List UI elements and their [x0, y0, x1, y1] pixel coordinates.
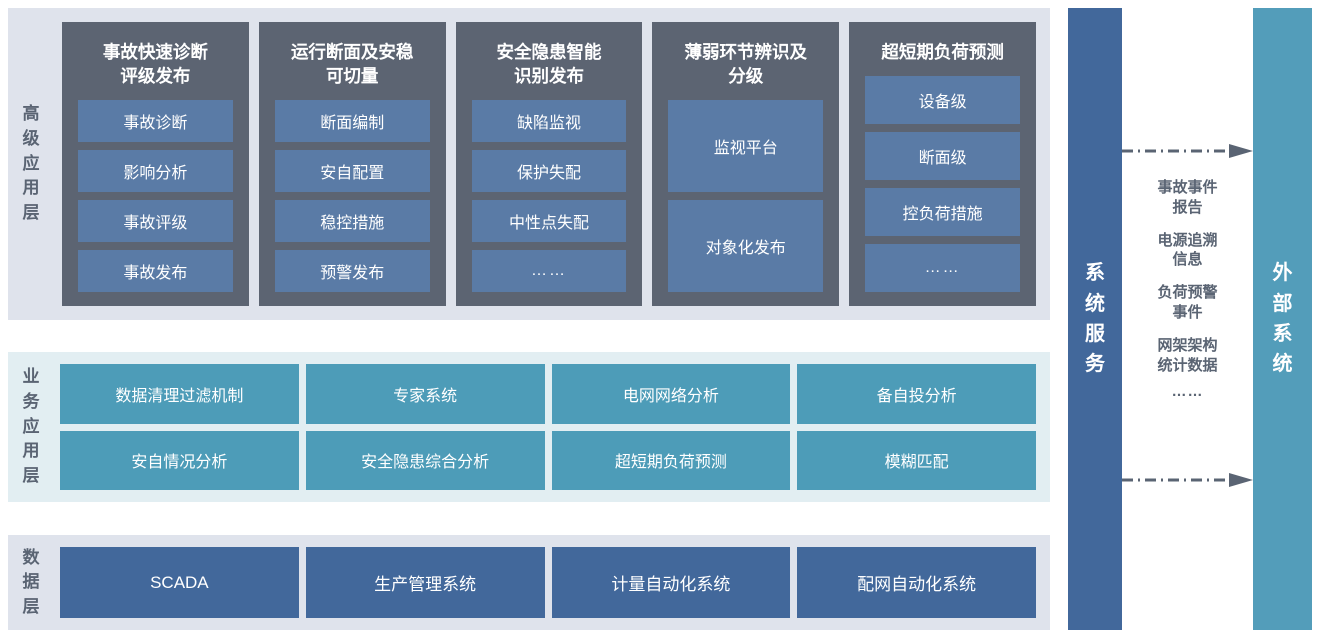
layer-label-char: 务 — [22, 392, 40, 412]
column-items: 监视平台 对象化发布 — [668, 100, 824, 292]
business-application-layer-panel: 业 务 应 用 层 数据清理过滤机制 专家系统 电网网络分析 备自投分析 安自情… — [8, 352, 1050, 502]
vbar-label-char: 部 — [1272, 292, 1293, 315]
advanced-item-ellipsis[interactable]: …… — [471, 250, 627, 293]
layer-label-char: 应 — [22, 153, 40, 173]
advanced-column-safety-hazard: 安全隐患智能 识别发布 缺陷监视 保护失配 中性点失配 …… — [455, 22, 643, 306]
advanced-item[interactable]: 事故诊断 — [78, 100, 233, 143]
flow-label-load-warning-event: 负荷预警 事件 — [1157, 284, 1218, 321]
column-items: 缺陷监视 保护失配 中性点失配 …… — [471, 100, 627, 293]
advanced-application-layer-panel: 高 级 应 用 层 事故快速诊断 评级发布 事故诊断 影响分析 事故评级 事故发… — [8, 8, 1050, 320]
data-layer-panel: 数 据 层 SCADA 生产管理系统 计量自动化系统 配网自动化系统 — [8, 535, 1050, 630]
advanced-columns-container: 事故快速诊断 评级发布 事故诊断 影响分析 事故评级 事故发布 运行断面及安稳 … — [54, 8, 1050, 320]
advanced-item[interactable]: 保护失配 — [471, 150, 627, 193]
advanced-item[interactable]: 预警发布 — [274, 250, 430, 293]
layer-label-char: 据 — [22, 572, 40, 592]
flow-label-accident-report: 事故事件 报告 — [1157, 179, 1218, 216]
layer-label-char: 层 — [22, 596, 40, 616]
layer-label-char: 业 — [22, 367, 40, 387]
vbar-label-char: 系 — [1085, 262, 1105, 285]
advanced-item[interactable]: 断面编制 — [274, 100, 430, 143]
column-title: 事故快速诊断 评级发布 — [102, 42, 208, 87]
advanced-item[interactable]: 控负荷措施 — [865, 188, 1020, 237]
advanced-item[interactable]: 监视平台 — [668, 100, 824, 193]
advanced-item[interactable]: 设备级 — [865, 76, 1020, 125]
data-layer-label: 数 据 层 — [8, 535, 54, 630]
business-item[interactable]: 超短期负荷预测 — [551, 430, 791, 490]
flow-labels-container: 事故事件 报告 电源追溯 信息 负荷预警 事件 网架架构 统计数据 …… — [1122, 178, 1253, 399]
business-item[interactable]: 专家系统 — [305, 364, 545, 424]
column-title: 超短期负荷预测 — [881, 42, 1004, 62]
column-title: 运行断面及安稳 可切量 — [290, 42, 414, 87]
vbar-label-char: 外 — [1272, 262, 1293, 285]
advanced-column-load-forecast: 超短期负荷预测 设备级 断面级 控负荷措施 …… — [849, 22, 1036, 306]
flow-label-ellipsis: …… — [1171, 383, 1204, 401]
flow-arrow-top-icon — [1122, 144, 1253, 158]
flow-arrow-bottom-icon — [1122, 473, 1253, 487]
vbar-label-char: 务 — [1085, 353, 1105, 376]
business-item[interactable]: 电网网络分析 — [551, 364, 791, 424]
flow-label-grid-structure-stats: 网架架构 统计数据 — [1157, 336, 1218, 374]
advanced-column-accident-diagnosis: 事故快速诊断 评级发布 事故诊断 影响分析 事故评级 事故发布 — [62, 22, 249, 306]
data-source-item[interactable]: 生产管理系统 — [305, 547, 545, 618]
external-system-label: 外 部 系 统 — [1273, 258, 1293, 380]
advanced-item[interactable]: 对象化发布 — [668, 200, 824, 292]
business-row: 数据清理过滤机制 专家系统 电网网络分析 备自投分析 — [60, 364, 1036, 424]
layer-label-char: 级 — [22, 129, 40, 149]
layer-label-char: 应 — [22, 416, 40, 436]
data-source-item[interactable]: 配网自动化系统 — [797, 547, 1036, 618]
advanced-item[interactable]: 断面级 — [865, 132, 1020, 181]
business-application-layer-label: 业 务 应 用 层 — [8, 352, 54, 502]
column-title: 薄弱环节辨识及 分级 — [684, 42, 808, 87]
layer-label-char: 用 — [22, 178, 40, 198]
vbar-label-char: 系 — [1272, 323, 1293, 345]
advanced-item[interactable]: 安自配置 — [274, 150, 430, 193]
system-service-bar[interactable]: 系 统 服 务 — [1068, 8, 1122, 630]
system-service-label: 系 统 服 务 — [1085, 258, 1105, 380]
vbar-label-char: 统 — [1272, 353, 1293, 376]
advanced-item[interactable]: 影响分析 — [78, 150, 233, 193]
business-item[interactable]: 数据清理过滤机制 — [60, 364, 299, 424]
business-item[interactable]: 安自情况分析 — [60, 430, 299, 490]
column-items: 设备级 断面级 控负荷措施 …… — [865, 76, 1020, 293]
column-items: 事故诊断 影响分析 事故评级 事故发布 — [78, 100, 233, 293]
vbar-label-char: 服 — [1085, 323, 1105, 345]
data-items-container: SCADA 生产管理系统 计量自动化系统 配网自动化系统 — [54, 535, 1050, 630]
layer-label-char: 层 — [22, 465, 40, 485]
advanced-item[interactable]: 事故发布 — [78, 250, 233, 293]
layer-label-char: 用 — [22, 441, 40, 461]
advanced-item[interactable]: 稳控措施 — [274, 200, 430, 243]
advanced-item[interactable]: 缺陷监视 — [471, 100, 627, 143]
layer-label-char: 数 — [22, 547, 40, 567]
business-item[interactable]: 模糊匹配 — [797, 430, 1036, 490]
advanced-column-weak-link: 薄弱环节辨识及 分级 监视平台 对象化发布 — [652, 22, 840, 306]
advanced-item-ellipsis[interactable]: …… — [865, 244, 1020, 293]
data-source-item[interactable]: SCADA — [60, 547, 299, 618]
external-system-bar[interactable]: 外 部 系 统 — [1253, 8, 1312, 630]
flow-label-power-source-trace: 电源追溯 信息 — [1157, 231, 1218, 269]
advanced-column-operation-section: 运行断面及安稳 可切量 断面编制 安自配置 稳控措施 预警发布 — [258, 22, 446, 306]
layer-label-char: 层 — [22, 202, 40, 222]
advanced-item[interactable]: 事故评级 — [78, 200, 233, 243]
column-title: 安全隐患智能 识别发布 — [496, 42, 602, 87]
business-rows-container: 数据清理过滤机制 专家系统 电网网络分析 备自投分析 安自情况分析 安全隐患综合… — [54, 352, 1050, 502]
business-row: 安自情况分析 安全隐患综合分析 超短期负荷预测 模糊匹配 — [60, 430, 1036, 490]
layer-label-char: 高 — [22, 104, 40, 124]
advanced-item[interactable]: 中性点失配 — [471, 200, 627, 243]
column-items: 断面编制 安自配置 稳控措施 预警发布 — [274, 100, 430, 293]
vbar-label-char: 统 — [1085, 292, 1105, 315]
business-item[interactable]: 安全隐患综合分析 — [305, 430, 545, 490]
advanced-application-layer-label: 高 级 应 用 层 — [8, 8, 54, 320]
data-source-item[interactable]: 计量自动化系统 — [551, 547, 791, 618]
business-item[interactable]: 备自投分析 — [797, 364, 1036, 424]
